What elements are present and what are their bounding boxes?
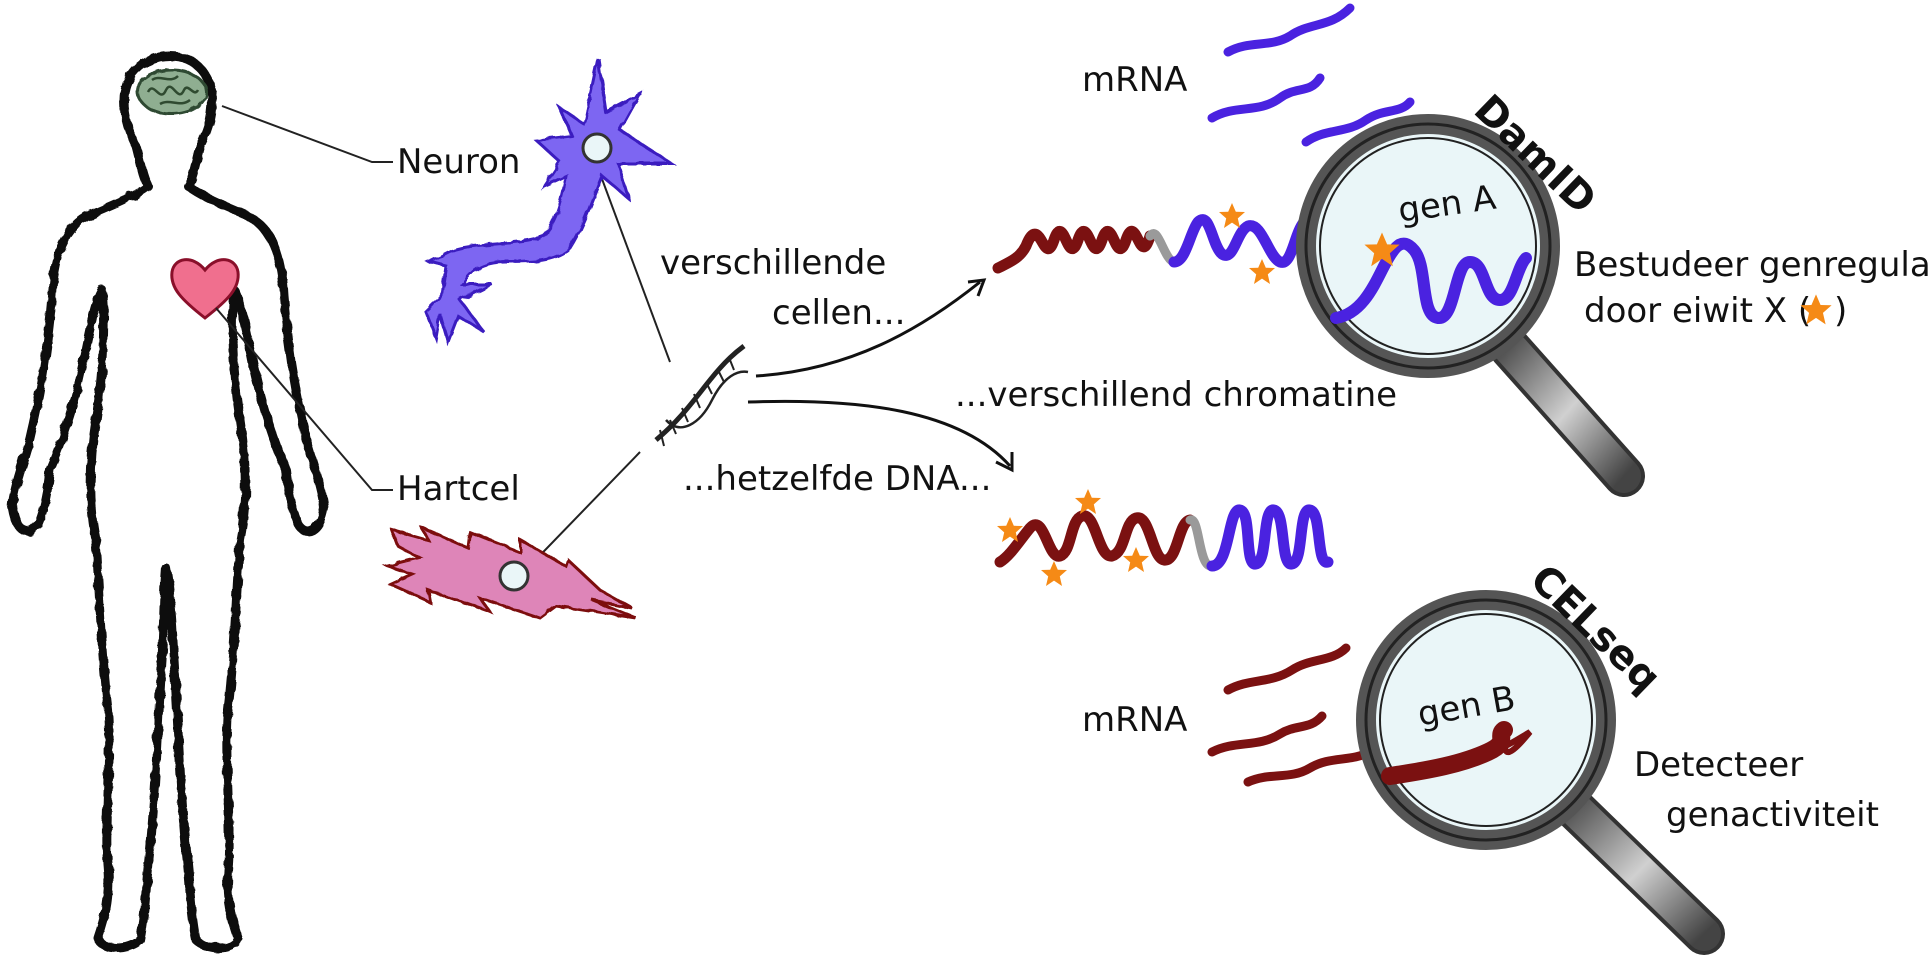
detect-label-2: genactiviteit — [1666, 795, 1879, 835]
study-label-2: door eiwit X ( — [1584, 291, 1811, 331]
neuron-cell — [424, 57, 678, 347]
damid-magnifier — [1296, 114, 1645, 497]
mrna-label-bottom: mRNA — [1082, 700, 1187, 740]
different-chromatin-label: ...verschillend chromatine — [955, 375, 1397, 415]
mrna-strands-bottom — [1207, 643, 1375, 787]
protein-x-star-icon — [1075, 489, 1101, 514]
same-dna-label: ...hetzelfde DNA... — [683, 459, 991, 499]
brain-icon — [136, 68, 208, 116]
protein-x-star-icon — [1219, 203, 1245, 228]
celseq-magnifier — [1356, 590, 1725, 955]
mrna-label-top: mRNA — [1082, 60, 1187, 100]
chromatin-strand-top — [992, 203, 1310, 284]
different-cells-label-1: verschillende — [660, 243, 886, 283]
mrna-strands-top — [1207, 3, 1415, 147]
protein-x-star-icon — [1249, 259, 1275, 284]
human-silhouette — [7, 51, 329, 953]
arrows — [747, 278, 1014, 473]
study-label-1: Bestudeer genregulatie — [1574, 245, 1930, 285]
chromatin-strand-bottom — [994, 489, 1334, 586]
protein-x-star-icon — [1041, 561, 1067, 586]
muscle-cell-nucleus — [498, 560, 530, 592]
different-cells-label-2: cellen... — [772, 293, 905, 333]
study-label-2-end: ) — [1834, 291, 1847, 331]
neuron-nucleus — [581, 132, 613, 164]
neuron-label: Neuron — [397, 142, 520, 182]
heart-icon — [170, 258, 240, 320]
heart-cell-label: Hartcel — [397, 469, 520, 509]
dna-helix-icon — [654, 344, 749, 447]
detect-label-1: Detecteer — [1634, 745, 1803, 785]
protein-x-star-icon — [1123, 547, 1149, 572]
